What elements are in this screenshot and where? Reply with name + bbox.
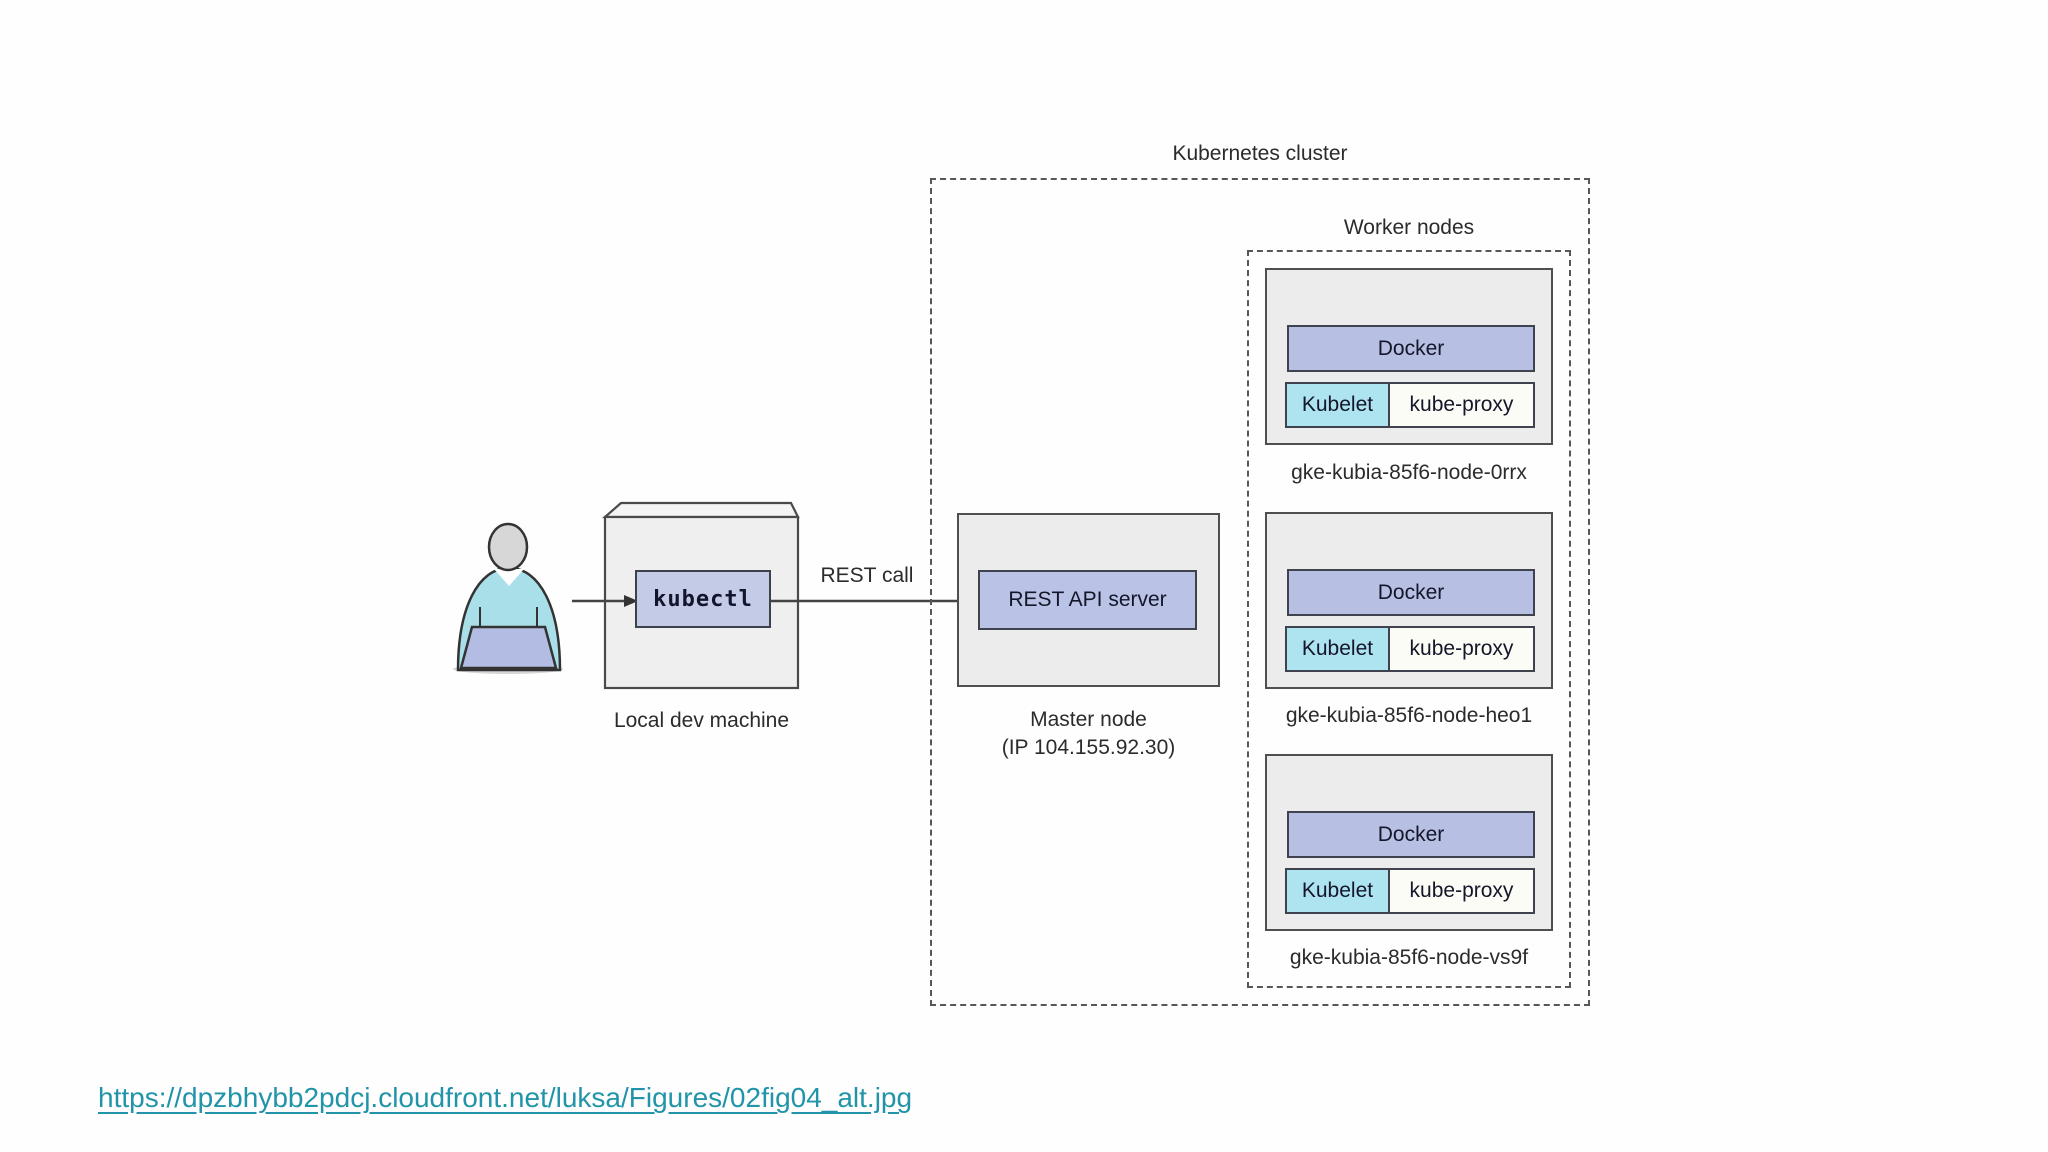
worker-node-name: gke-kubia-85f6-node-vs9f (1289, 946, 1529, 969)
kube-proxy-box: kube-proxy (1390, 628, 1533, 670)
worker-nodes-label: Worker nodes (1343, 216, 1475, 239)
worker-node-box: Docker Kubelet kube-proxy (1265, 268, 1553, 445)
worker-node-box: Docker Kubelet kube-proxy (1265, 512, 1553, 689)
kubelet-box: Kubelet (1287, 628, 1390, 670)
kubelet-box: Kubelet (1287, 384, 1390, 426)
kubectl-box: kubectl (635, 570, 771, 628)
source-link[interactable]: https://dpzbhybb2pdcj.cloudfront.net/luk… (98, 1082, 913, 1113)
kubernetes-cluster-label: Kubernetes cluster (1172, 142, 1348, 165)
worker-nodes-boundary (1247, 250, 1571, 988)
master-node-ip-label: (IP 104.155.92.30) (1001, 736, 1176, 759)
local-dev-machine-label: Local dev machine (613, 709, 790, 732)
worker-node-box: Docker Kubelet kube-proxy (1265, 754, 1553, 931)
kube-proxy-box: kube-proxy (1390, 384, 1533, 426)
kubernetes-cluster-boundary (930, 178, 1590, 1006)
user-to-kubectl-arrow (572, 595, 638, 607)
rest-api-server-box: REST API server (978, 570, 1197, 630)
docker-box: Docker (1287, 325, 1535, 372)
worker-node-name: gke-kubia-85f6-node-heo1 (1285, 704, 1533, 727)
rest-call-label: REST call (820, 564, 914, 587)
node-agents-row: Kubelet kube-proxy (1285, 626, 1535, 672)
docker-box: Docker (1287, 811, 1535, 858)
docker-box: Docker (1287, 569, 1535, 616)
kube-proxy-box: kube-proxy (1390, 870, 1533, 912)
master-node-box: REST API server (957, 513, 1220, 687)
node-agents-row: Kubelet kube-proxy (1285, 868, 1535, 914)
node-agents-row: Kubelet kube-proxy (1285, 382, 1535, 428)
kubelet-box: Kubelet (1287, 870, 1390, 912)
master-node-label: Master node (1030, 708, 1147, 731)
person-at-laptop-icon (453, 522, 563, 674)
worker-node-name: gke-kubia-85f6-node-0rrx (1291, 461, 1527, 484)
